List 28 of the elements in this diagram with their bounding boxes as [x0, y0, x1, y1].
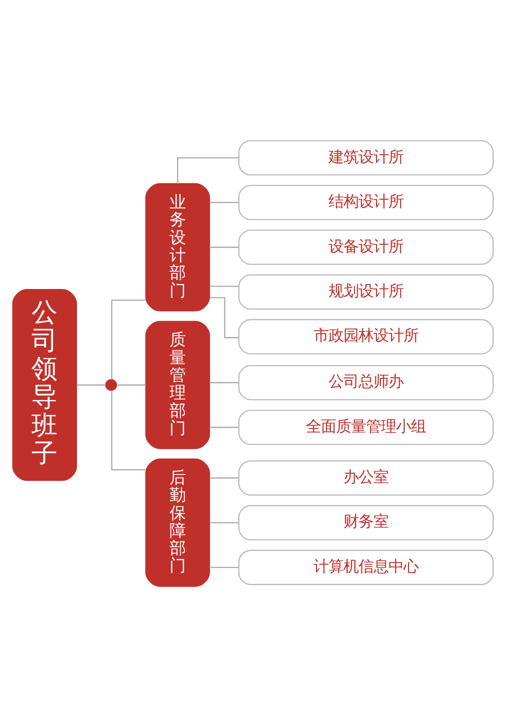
node-box: 设备设计所	[238, 229, 494, 264]
connector	[111, 299, 146, 379]
connector	[210, 201, 239, 203]
node-box: 质量管理部门	[145, 320, 210, 449]
node-box: 结构设计所	[238, 184, 494, 220]
connector	[76, 384, 106, 386]
node-box: 业务设计部门	[145, 182, 210, 311]
connector	[210, 285, 239, 286]
connector	[111, 390, 146, 470]
node-box: 规划设计所	[238, 274, 494, 310]
node-box: 办公室	[238, 460, 494, 496]
connector	[116, 384, 146, 386]
node-box: 计算机信息中心	[238, 549, 494, 585]
node-box: 建筑设计所	[238, 140, 494, 175]
connector	[210, 426, 239, 428]
node-box: 市政园林设计所	[238, 318, 494, 354]
connector	[177, 156, 239, 184]
connector	[210, 246, 239, 248]
node-box: 财务室	[238, 504, 494, 540]
connector	[210, 476, 239, 478]
node-box: 后勤保障部门	[145, 458, 210, 586]
node-circle	[105, 378, 118, 390]
node-box: 公司领导班子	[12, 288, 77, 480]
connector	[210, 382, 239, 383]
node-box: 全面质量管理小组	[238, 409, 494, 445]
node-box: 公司总师办	[238, 364, 494, 400]
connector	[210, 522, 239, 523]
connector	[210, 566, 239, 568]
